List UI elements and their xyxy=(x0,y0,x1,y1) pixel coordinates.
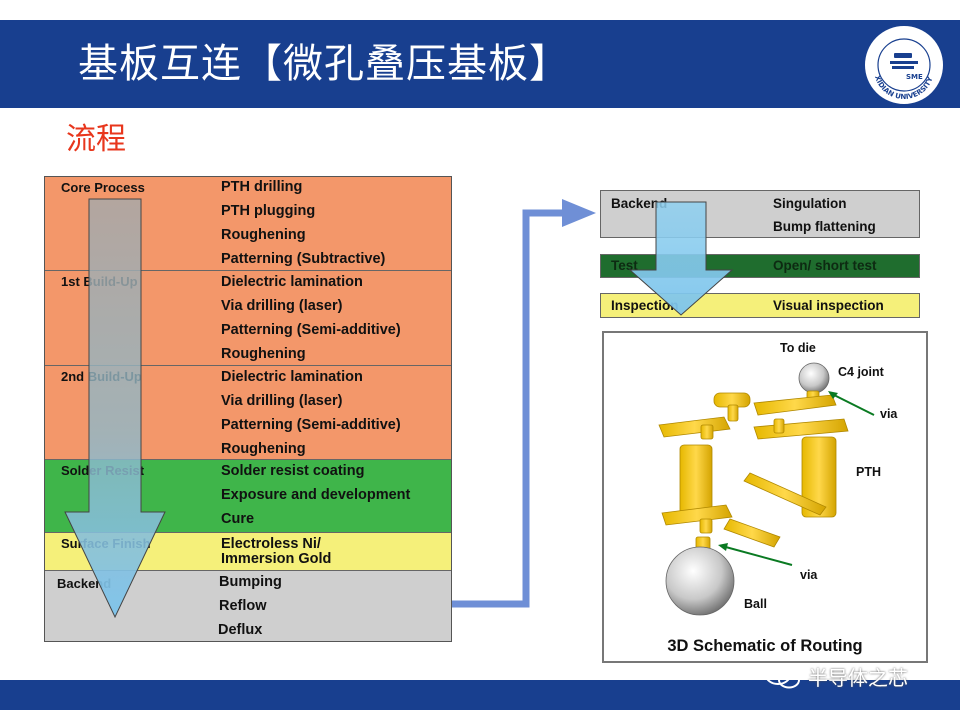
group-1st-build-up: 1st Build-Up Dielectric lamination Via d… xyxy=(45,271,451,366)
step: Patterning (Semi-additive) xyxy=(221,417,401,433)
group-label: Core Process xyxy=(61,180,145,195)
backend-row-label: Backend xyxy=(611,196,668,211)
group-surface-finish: Surface Finish Electroless Ni/ Immersion… xyxy=(45,533,451,571)
label-to-die: To die xyxy=(780,341,816,355)
logo-badge: SME xyxy=(906,73,923,81)
label-ball: Ball xyxy=(744,597,767,611)
test-row: Test Open/ short test xyxy=(600,254,920,278)
backend-row: Backend Singulation Bump flattening xyxy=(600,190,920,238)
group-2nd-build-up: 2nd Build-Up Dielectric lamination Via d… xyxy=(45,366,451,460)
step: Bumping xyxy=(219,574,282,590)
step: Dielectric lamination xyxy=(221,369,363,385)
inspection-row-step: Visual inspection xyxy=(773,298,884,313)
inspection-row-label: Inspection xyxy=(611,298,679,313)
group-backend: Backend Bumping Reflow Deflux xyxy=(45,571,451,641)
label-pth: PTH xyxy=(856,465,881,479)
group-solder-resist: Solder Resist Solder resist coating Expo… xyxy=(45,460,451,533)
footer-bar xyxy=(0,680,960,710)
test-row-step: Open/ short test xyxy=(773,258,877,273)
title-bar xyxy=(0,20,960,108)
step: Solder resist coating xyxy=(221,463,365,479)
step: Roughening xyxy=(221,441,306,457)
step: Roughening xyxy=(221,346,306,362)
label-c4-joint: C4 joint xyxy=(838,365,884,379)
group-label: 2nd Build-Up xyxy=(61,369,142,384)
backend-row-step: Bump flattening xyxy=(773,219,876,234)
group-label: Solder Resist xyxy=(61,463,145,478)
step: Cure xyxy=(221,511,255,527)
step: Via drilling (laser) xyxy=(221,393,343,409)
watermark-text: 半导体之芯 xyxy=(808,666,908,690)
section-subtitle: 流程 xyxy=(66,122,126,157)
backend-row-step: Singulation xyxy=(773,196,847,211)
group-label: Surface Finish xyxy=(61,536,151,551)
step: Dielectric lamination xyxy=(221,274,363,290)
step: Reflow xyxy=(219,598,267,614)
xidian-university-logo-icon: XIDIAN UNIVERSITY SME xyxy=(863,24,945,106)
step: Deflux xyxy=(218,622,263,638)
routing-schematic-drawing xyxy=(658,362,875,616)
step: Electroless Ni/ xyxy=(221,536,321,552)
inspection-row: Inspection Visual inspection xyxy=(600,293,920,318)
step: Via drilling (laser) xyxy=(221,298,343,314)
schematic-caption: 3D Schematic of Routing xyxy=(667,637,863,655)
step: PTH plugging xyxy=(221,203,316,219)
label-via-bottom: via xyxy=(800,568,818,582)
step: Immersion Gold xyxy=(221,551,332,567)
step: PTH drilling xyxy=(221,179,303,195)
wechat-icon xyxy=(765,665,800,689)
group-core-process: Core Process PTH drilling PTH plugging R… xyxy=(45,177,451,271)
routing-schematic: To die C4 joint via PTH via Ball 3D Sche… xyxy=(602,331,928,663)
step: Exposure and development xyxy=(221,487,411,503)
process-flow-table: Core Process PTH drilling PTH plugging R… xyxy=(44,176,452,642)
step: Roughening xyxy=(221,227,306,243)
group-label: Backend xyxy=(57,576,112,591)
step: Patterning (Semi-additive) xyxy=(221,322,401,338)
group-label: 1st Build-Up xyxy=(61,274,138,289)
test-row-label: Test xyxy=(611,258,638,273)
label-via-top: via xyxy=(880,407,898,421)
page-title: 基板互连【微孔叠压基板】 xyxy=(78,41,570,87)
step: Patterning (Subtractive) xyxy=(221,251,386,267)
